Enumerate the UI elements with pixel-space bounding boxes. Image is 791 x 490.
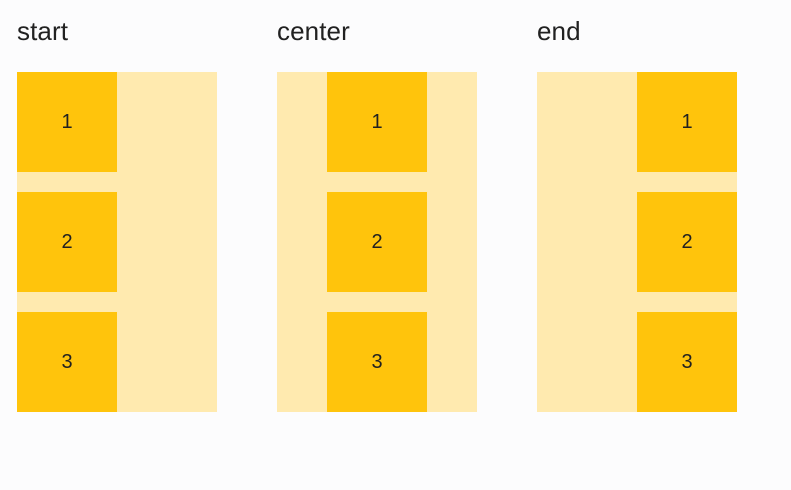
flex-item-label: 3: [371, 351, 383, 373]
group-label-end: end: [537, 16, 581, 46]
flex-item-label: 1: [61, 111, 73, 133]
flex-item: 3: [17, 312, 117, 412]
flex-item-label: 3: [681, 351, 693, 373]
flex-item-label: 1: [681, 111, 693, 133]
flex-item-label: 3: [61, 351, 73, 373]
flex-item: 2: [17, 192, 117, 292]
flex-item: 2: [327, 192, 427, 292]
flex-item: 1: [637, 72, 737, 172]
flex-item: 1: [17, 72, 117, 172]
flex-container-center: 1 2 3: [277, 72, 477, 412]
flex-container-end: 1 2 3: [537, 72, 737, 412]
flex-item: 3: [637, 312, 737, 412]
flex-item-label: 2: [61, 231, 73, 253]
flex-item: 3: [327, 312, 427, 412]
flex-item: 2: [637, 192, 737, 292]
flex-item: 1: [327, 72, 427, 172]
group-label-center: center: [277, 16, 350, 46]
flex-item-label: 2: [371, 231, 383, 253]
group-label-start: start: [17, 16, 69, 46]
flex-item-label: 1: [371, 111, 383, 133]
flex-container-start: 1 2 3: [17, 72, 217, 412]
flex-item-label: 2: [681, 231, 693, 253]
